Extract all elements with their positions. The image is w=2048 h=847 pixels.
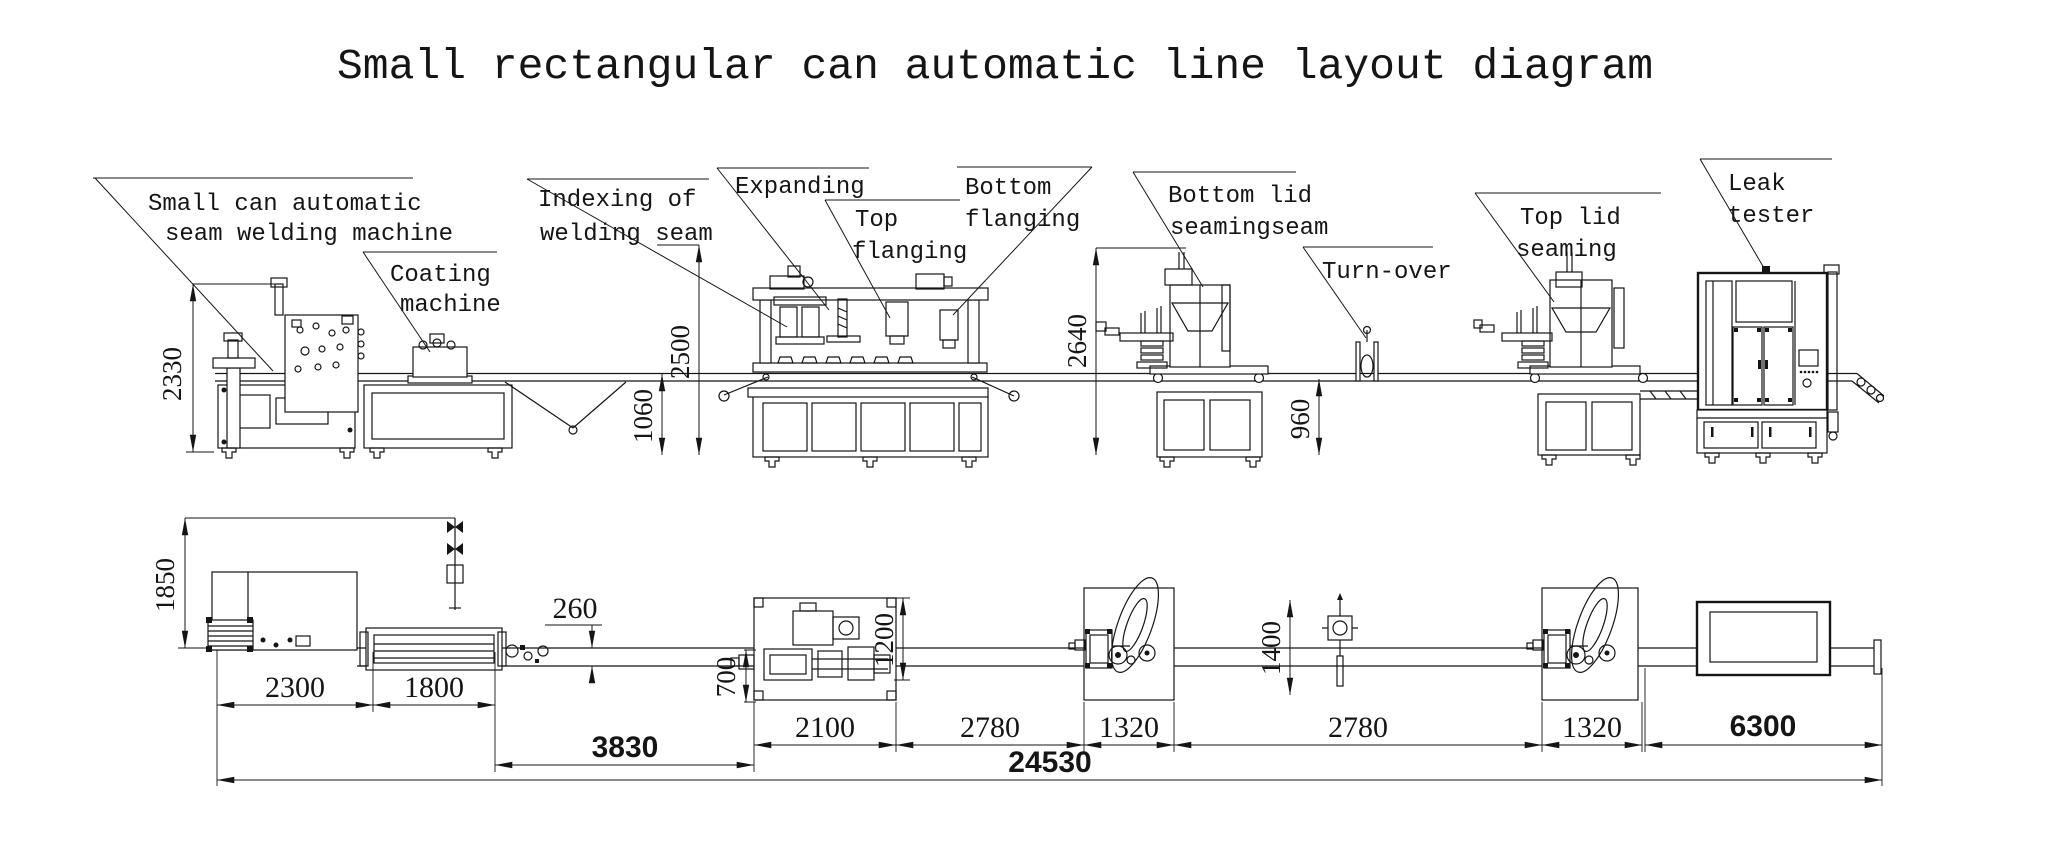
callout-top-flanging: Top flanging [824,199,967,319]
elevation-dimensions: 2330 2500 1060 2640 960 [157,244,1323,456]
turn-over-plan [1322,593,1358,687]
callout-indexing-line1: Indexing of [538,187,696,214]
coating-machine-elevation [363,333,513,459]
bottom-lid-seaming-machine-elevation [1095,252,1269,468]
callout-top-lid-line2: seaming [1516,237,1617,264]
dim-chain-coating: 1800 [404,671,464,704]
dim-chain-welder: 2300 [265,671,325,704]
dim-conveyor-height-1: 1060 [628,389,658,443]
callout-coating-line1: Coating [390,262,491,289]
dim-conveyor-width: 260 [553,592,598,625]
callout-indexing: Indexing of welding seam [526,178,788,328]
dim-turnover-depth: 1400 [1256,621,1286,675]
plan-dimensions-vertical: 1850 260 700 1200 1400 [150,517,1294,703]
coating-machine-plan [359,627,507,671]
dim-indexer-depth: 1200 [869,613,899,667]
dim-chain-seamer2: 1320 [1562,711,1622,744]
callout-bottom-lid-line1: Bottom lid [1168,183,1312,210]
conveyor-brace [504,381,627,435]
leak-tester-elevation [1696,264,1885,464]
indexing-machine-plan [730,597,897,701]
turn-over-device-elevation [1355,325,1379,382]
callout-seam-welder-line1: Small can automatic [148,191,422,218]
transfer-wheels-plan [505,644,549,663]
callout-bottom-flanging: Bottom flanging [952,166,1093,316]
flanging-machine-elevation [718,265,1020,468]
dim-indexer-offset: 700 [711,657,741,698]
dim-welder-depth: 1850 [150,558,180,612]
callout-bottom-flanging-line1: Bottom [965,175,1051,202]
callout-seam-welder: Small can automatic seam welding machine [93,177,453,372]
callout-top-flanging-line1: Top [855,207,898,234]
callout-coating: Coating machine [362,251,501,353]
dim-welder-height: 2330 [157,347,187,401]
dim-flanger-height: 2500 [665,325,695,379]
seam-welding-machine-elevation [212,277,365,459]
dimension-chain: 2300 1800 2100 2780 1320 2780 1320 6300 … [216,650,1883,786]
callout-bottom-lid-seaming: Bottom lid seamingseam [1132,171,1328,288]
seamer-2-plan [1526,577,1639,701]
dim-bottom-seamer-height: 2640 [1062,314,1092,368]
dim-chain-leak: 6300 [1730,710,1797,743]
callout-indexing-line2: welding seam [540,221,713,248]
dim-chain-seamer1: 1320 [1099,711,1159,744]
callout-seam-welder-line2: seam welding machine [165,221,453,248]
dim-chain-total: 24530 [1008,746,1091,779]
callout-expanding: Expanding [716,167,869,311]
dim-conveyor-height-2: 960 [1285,399,1315,440]
callout-top-flanging-line2: flanging [852,239,967,266]
dim-chain-gap1: 2780 [960,711,1020,744]
callout-bottom-lid-line2: seamingseam [1170,215,1328,242]
dim-chain-gap2: 2780 [1328,711,1388,744]
top-lid-seaming-machine-elevation [1473,252,1700,466]
leak-tester-plan [1695,600,1832,677]
callout-leak-tester-line1: Leak [1728,171,1786,198]
callout-coating-line2: machine [400,292,501,319]
callout-top-lid-line1: Top lid [1520,205,1621,232]
callout-leak-tester: Leak tester [1699,158,1832,269]
callout-leak-tester-line2: tester [1728,203,1814,230]
dim-chain-infeed: 3830 [592,731,659,764]
page-title: Small rectangular can automatic line lay… [337,42,1653,91]
callout-expanding-line1: Expanding [735,174,865,201]
callout-bottom-flanging-line2: flanging [965,207,1080,234]
dim-chain-indexer: 2100 [795,711,855,744]
callout-turn-over-line1: Turn-over [1322,259,1452,286]
seamer-1-plan [1068,577,1175,701]
callout-turn-over: Turn-over [1302,246,1452,339]
callout-top-lid-seaming: Top lid seaming [1474,192,1661,303]
seam-welding-machine-plan [185,517,464,652]
